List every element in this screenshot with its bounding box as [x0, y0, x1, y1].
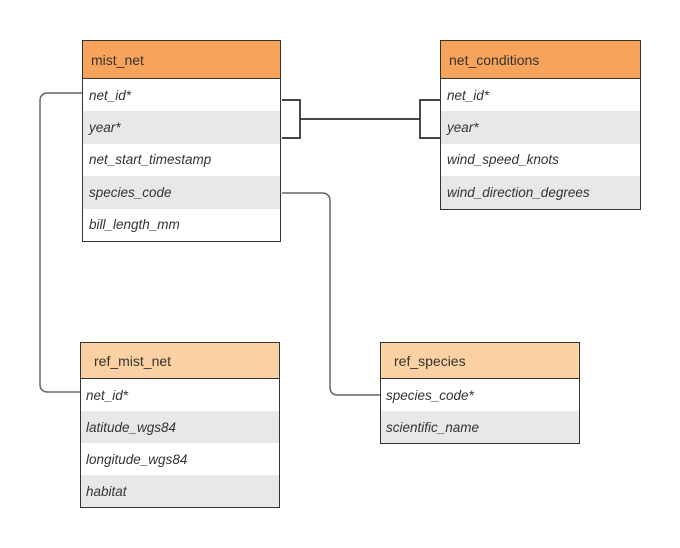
field-row-net-start-timestamp[interactable]: net_start_timestamp — [83, 143, 280, 177]
field-row-wind-speed-knots[interactable]: wind_speed_knots — [441, 143, 640, 177]
field-row-species-code[interactable]: species_code* — [381, 379, 579, 411]
connector-mist-net-to-ref-mist-net[interactable] — [39, 92, 82, 393]
field-row-species-code[interactable]: species_code — [83, 176, 280, 209]
field-row-latitude-wgs84[interactable]: latitude_wgs84 — [81, 411, 279, 443]
table-net-conditions[interactable]: net_conditions net_id* year* wind_speed_… — [440, 40, 641, 210]
field-row-year[interactable]: year* — [441, 111, 640, 144]
field-row-net-id[interactable]: net_id* — [81, 379, 279, 411]
field-row-net-id[interactable]: net_id* — [441, 79, 640, 112]
table-ref-species[interactable]: ref_species species_code* scientific_nam… — [380, 342, 580, 444]
connector-net-conditions-bracket[interactable] — [419, 99, 440, 139]
table-ref-mist-net[interactable]: ref_mist_net net_id* latitude_wgs84 long… — [80, 342, 280, 508]
table-header-ref-mist-net[interactable]: ref_mist_net — [81, 343, 279, 379]
table-header-net-conditions[interactable]: net_conditions — [441, 41, 640, 79]
table-header-ref-species[interactable]: ref_species — [381, 343, 579, 379]
table-mist-net[interactable]: mist_net net_id* year* net_start_timesta… — [82, 40, 281, 242]
field-row-habitat[interactable]: habitat — [81, 475, 279, 507]
field-row-bill-length-mm[interactable]: bill_length_mm — [83, 208, 280, 241]
connector-mist-net-to-ref-species[interactable] — [282, 192, 380, 396]
field-row-longitude-wgs84[interactable]: longitude_wgs84 — [81, 443, 279, 475]
connector-mist-net-bracket[interactable] — [282, 99, 301, 139]
field-row-net-id[interactable]: net_id* — [83, 79, 280, 112]
field-row-scientific-name[interactable]: scientific_name — [381, 411, 579, 443]
table-header-mist-net[interactable]: mist_net — [83, 41, 280, 79]
field-row-wind-direction-degrees[interactable]: wind_direction_degrees — [441, 176, 640, 209]
field-row-year[interactable]: year* — [83, 111, 280, 144]
